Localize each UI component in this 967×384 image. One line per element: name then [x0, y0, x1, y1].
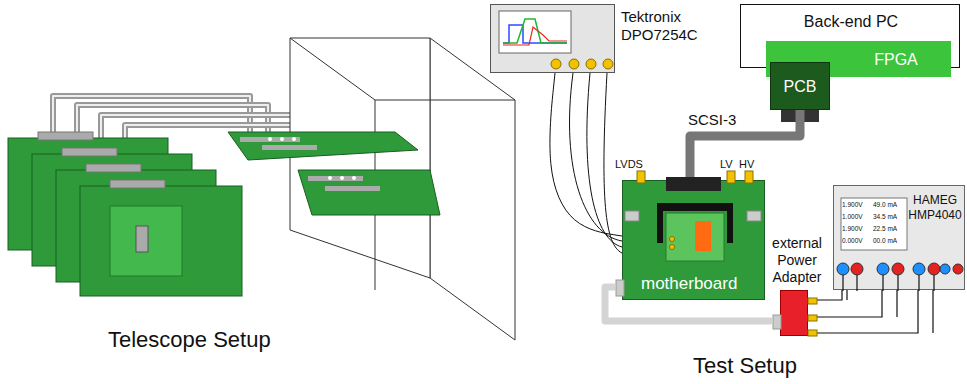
node-text: motherboard [641, 274, 761, 295]
section-caption: Test Setup [693, 354, 797, 378]
node-text: HAMEG HMP4040 [904, 193, 966, 222]
pcb-adapter: PCB [770, 62, 830, 110]
node-text: external Power Adapter [765, 235, 829, 286]
backend-pc: Back-end PC FPGA [740, 4, 960, 68]
display-cell: 49.0 mA [873, 201, 897, 208]
power-supply: HAMEG HMP4040 [833, 185, 965, 290]
cable [690, 110, 800, 180]
display-cell: 34.5 mA [873, 213, 897, 220]
signal-name: LVDS [615, 158, 643, 170]
display-cell: 1.900V [842, 201, 863, 208]
cable-label: SCSI-3 [686, 112, 738, 129]
power-adapter-detail [781, 291, 809, 337]
cable [550, 73, 622, 236]
enclosure-box [290, 38, 515, 340]
display-cell: 0.000V [842, 237, 863, 244]
motherboard: motherboard [622, 180, 765, 300]
readout-cards [228, 132, 440, 215]
power-wire [846, 290, 847, 300]
probe-wires [570, 73, 622, 253]
node-text: Back-end PC [741, 12, 961, 32]
section-caption: Telescope Setup [108, 328, 271, 352]
display-cell: 00.0 mA [873, 237, 897, 244]
cable [816, 290, 842, 300]
power-adapter: external Power Adapter [780, 290, 808, 336]
power-wires [816, 290, 933, 333]
signal-name: LV [720, 158, 733, 170]
telescope-planes [8, 132, 242, 296]
oscilloscope: Tektronix DPO7254C [490, 4, 615, 73]
signal-name: HV [739, 158, 754, 170]
oscilloscope-detail [491, 5, 616, 74]
node-text: Tektronix DPO7254C [621, 8, 721, 45]
display-cell: 1.000V [842, 213, 863, 220]
display-cell: 22.5 mA [873, 225, 897, 232]
node-text: FPGA [846, 50, 946, 70]
node-text: PCB [771, 77, 829, 97]
display-cell: 1.900V [842, 225, 863, 232]
